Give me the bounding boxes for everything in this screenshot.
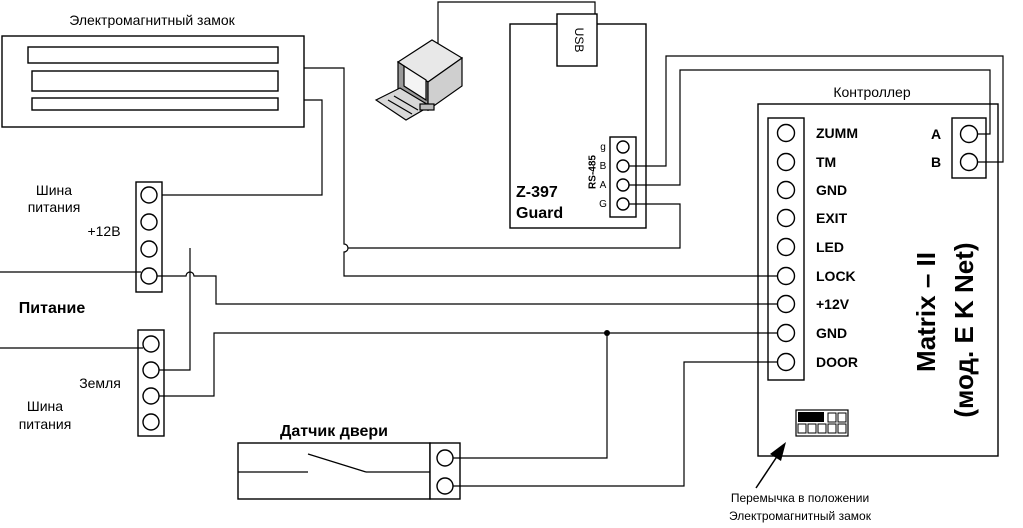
- bus-bottom-terminal-4: [142, 413, 160, 431]
- z397-label: Z-397: [516, 184, 558, 201]
- terminal-zumm: [776, 123, 796, 143]
- guard-label: Guard: [516, 205, 563, 222]
- bus-top-label-2: питания: [28, 199, 81, 215]
- computer-icon: [374, 39, 464, 121]
- wire-ground-bus-up: [159, 248, 191, 371]
- bus-bottom-label-1: Шина: [27, 398, 63, 414]
- bus-bottom-label-2: питания: [19, 416, 72, 432]
- terminal-tm: [776, 152, 796, 172]
- matrix-modification-label: (мод. E K Net): [949, 242, 979, 417]
- matrix-model-label: Matrix – II: [911, 252, 941, 372]
- wire-rs485-a: [629, 69, 991, 186]
- rs485-pin-gnd: G: [599, 199, 607, 210]
- controller-terminals: [776, 123, 796, 372]
- pin-label-12v: +12V: [816, 296, 850, 312]
- pin-label-door: DOOR: [816, 354, 858, 370]
- bus-top-terminal-2: [140, 213, 158, 231]
- usb-connector: [556, 13, 598, 67]
- door-sensor-label: Датчик двери: [280, 423, 388, 440]
- electromagnetic-lock: [1, 35, 305, 128]
- pin-label-led: LED: [816, 239, 844, 255]
- rs485-terminal-g: [616, 140, 630, 154]
- bus-top-label-1: Шина: [36, 182, 72, 198]
- wire-lock-to-bus: [162, 99, 323, 196]
- rs485-terminal-a: [616, 178, 630, 192]
- jumper-arrow-head: [770, 442, 786, 461]
- terminal-b: [959, 152, 979, 172]
- pin-label-gnd-1: GND: [816, 182, 847, 198]
- power-label: Питание: [19, 300, 86, 317]
- terminal-gnd-1: [776, 180, 796, 200]
- wires: [0, 55, 1004, 487]
- pin-label-gnd-2: GND: [816, 325, 847, 341]
- pin-label-zumm: ZUMM: [816, 125, 858, 141]
- wire-rs485-b: [629, 55, 1004, 167]
- door-sensor-terminal-1: [436, 449, 454, 467]
- pin-label-b: B: [931, 154, 941, 170]
- usb-label: USB: [572, 28, 586, 53]
- terminal-exit: [776, 208, 796, 228]
- door-sensor-terminal-2: [436, 477, 454, 495]
- jumper-note-line1: Перемычка в положении: [731, 491, 869, 505]
- controller-pin-labels: ZUMM TM GND EXIT LED LOCK +12V GND DOOR: [816, 125, 858, 370]
- bus-bottom-terminal-2: [142, 361, 160, 379]
- bus-bottom-terminal-3: [142, 387, 160, 405]
- rs485-pin-a: A: [600, 180, 607, 191]
- bus-top-terminal-3: [140, 240, 158, 258]
- bus-top-terminal-1: [140, 186, 158, 204]
- pin-label-a: A: [931, 126, 941, 142]
- controller-title: Контроллер: [833, 84, 910, 100]
- rs485-pin-g: g: [600, 142, 606, 153]
- bus-top-terminal-4: [140, 267, 158, 285]
- wire-bus-to-12v: [157, 271, 778, 305]
- usb-cable: [437, 1, 596, 44]
- pin-label-exit: EXIT: [816, 210, 848, 226]
- pin-label-lock: LOCK: [816, 268, 856, 284]
- plus12-label: +12В: [87, 223, 120, 239]
- terminal-door: [776, 352, 796, 372]
- rs485-terminal-gnd: [616, 197, 630, 211]
- jumper-note-line2: Электромагнитный замок: [729, 509, 872, 523]
- pin-label-tm: TM: [816, 154, 836, 170]
- ground-label: Земля: [79, 375, 121, 391]
- bus-bottom-terminal-1: [142, 335, 160, 353]
- wire-rs485-gnd: [348, 203, 681, 249]
- wire-sensor-to-door: [453, 361, 778, 487]
- terminal-12v: [776, 294, 796, 314]
- terminal-lock: [776, 266, 796, 286]
- wire-sensor-to-gnd: [453, 333, 608, 459]
- terminal-led: [776, 237, 796, 257]
- maglock-title: Электромагнитный замок: [69, 12, 235, 28]
- wire-ground-to-gnd: [159, 332, 778, 397]
- rs485-label: RS-485: [588, 155, 599, 189]
- door-sensor-switch: [307, 453, 367, 473]
- rs485-pin-b: B: [600, 161, 607, 172]
- door-sensor-box: [237, 442, 431, 500]
- jumper-arrow: [755, 451, 781, 489]
- rs485-terminal-b: [616, 159, 630, 173]
- terminal-a: [959, 124, 979, 144]
- jumper-block: [795, 409, 849, 437]
- terminal-gnd-2: [776, 323, 796, 343]
